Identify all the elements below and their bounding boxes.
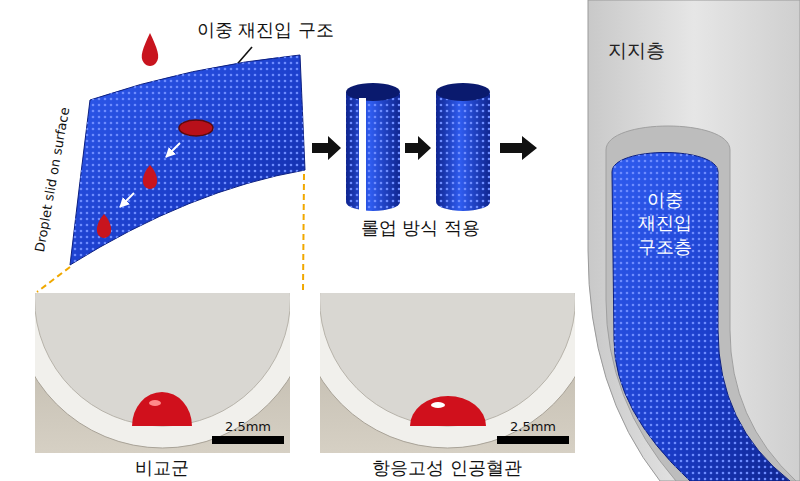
tube-body	[436, 92, 490, 211]
structured-inner-layer: 이중 재진입 구조층	[600, 140, 790, 481]
rolling-tube	[346, 83, 400, 211]
droplet-highlight	[149, 400, 161, 406]
inner-layer-surface	[612, 153, 790, 481]
sheet-texture	[70, 55, 305, 265]
process-arrow	[312, 136, 341, 160]
structured-sheet	[70, 55, 305, 265]
graft-lumen	[35, 293, 290, 426]
process-arrow	[405, 136, 431, 160]
step-label: 롤업 방식 적용	[361, 217, 480, 239]
graft-lumen	[320, 293, 575, 426]
slide-arrow	[120, 193, 134, 207]
tube-texture	[436, 92, 490, 211]
structured-inner-layer-outline	[600, 140, 790, 481]
tube-texture	[346, 92, 400, 211]
node-text: 지지층	[608, 38, 665, 63]
tube-body	[346, 92, 400, 211]
photo-caption: 항응고성 인공혈관	[372, 457, 522, 479]
sliding-droplet	[143, 165, 157, 189]
vessel-cut-face	[606, 126, 796, 481]
tube-seam-gap	[359, 98, 366, 211]
zoom-line	[37, 267, 70, 292]
rolled-tube	[436, 83, 490, 211]
scale-bar	[497, 436, 569, 444]
process-arrow	[500, 136, 537, 160]
tube-opening	[436, 83, 490, 101]
flat-droplet	[179, 120, 213, 136]
photo-graft	[298, 148, 598, 453]
support-layer: 지지층이중 재진입 구조층	[548, 0, 800, 481]
vessel-wall	[588, 0, 800, 481]
scale-bar	[212, 436, 284, 444]
scale-label: 2.5mm	[225, 419, 271, 435]
photo-caption: 비교군	[135, 457, 189, 479]
node-text: 이중 재진입 구조층	[622, 188, 708, 258]
tube-opening	[346, 83, 400, 101]
blood-droplet	[410, 396, 486, 426]
scale-label: 2.5mm	[510, 419, 556, 435]
sheet-surface	[70, 55, 305, 265]
droplet-highlight	[431, 402, 445, 408]
slide-arrow	[166, 143, 180, 157]
zoom-line	[303, 174, 304, 292]
sliding-droplet	[97, 214, 111, 238]
blood-droplet	[132, 392, 192, 426]
callout-label: 이중 재진입 구조	[197, 19, 334, 41]
process-note: Droplet slid on surface	[32, 106, 73, 253]
graft-wall	[35, 293, 290, 448]
falling-droplet	[142, 33, 158, 66]
inner-layer-texture	[612, 153, 790, 481]
graft-wall	[320, 293, 575, 448]
